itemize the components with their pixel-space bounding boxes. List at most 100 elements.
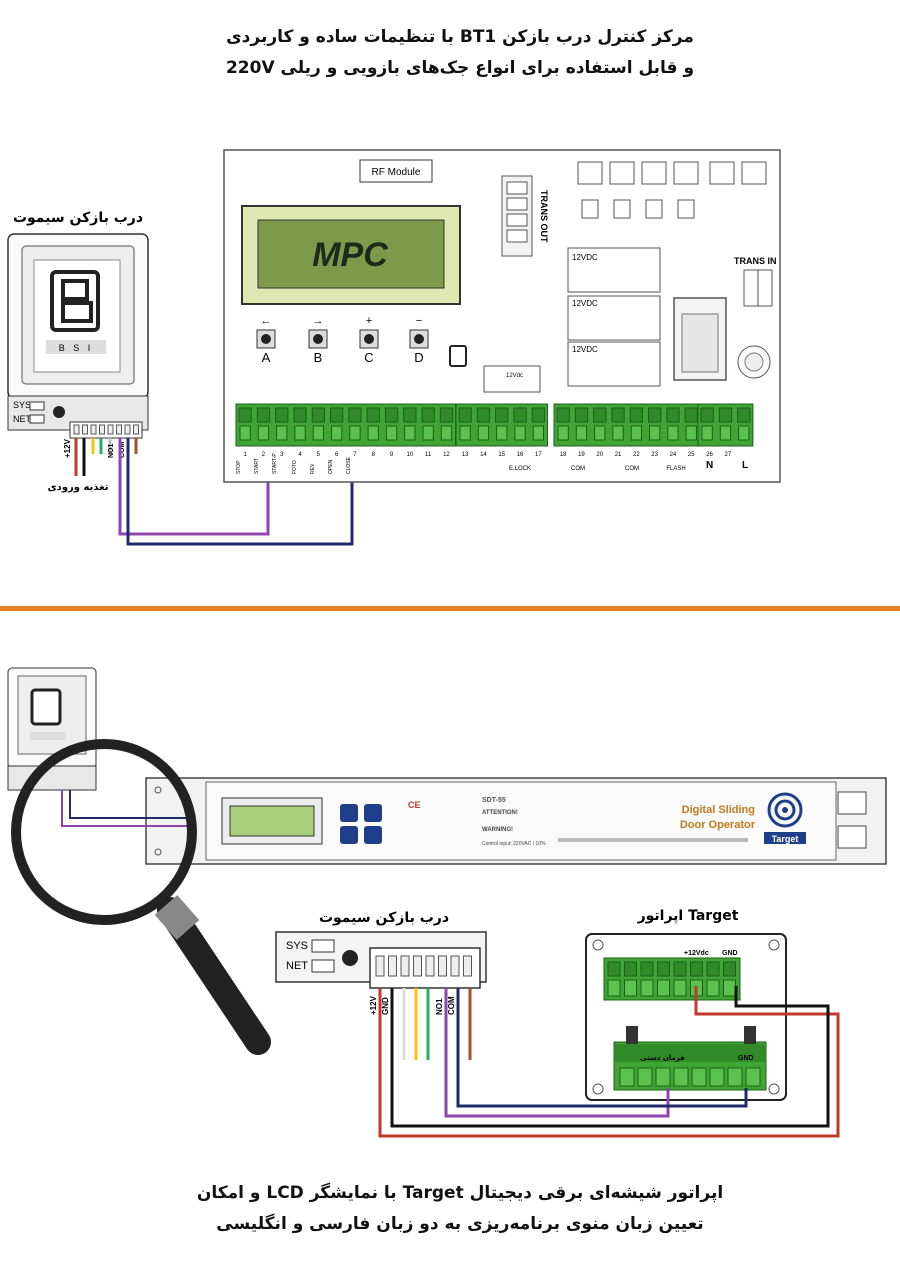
target-logo-text: Target (772, 834, 799, 844)
svg-text:D: D (414, 350, 423, 365)
receiver-button[interactable] (53, 406, 65, 418)
power-input-label: تغذیه ورودی (48, 482, 109, 493)
bottom-sys-label: SYS (286, 940, 308, 952)
terminal-label: FLASH (666, 466, 685, 472)
magnifier-icon (11, 739, 271, 1055)
top-caption: مرکز کنترل درب بازکن BT1 با تنظیمات ساده… (0, 22, 900, 84)
bottom-wiring (378, 986, 840, 1138)
terminal-number: 10 (407, 452, 414, 458)
small-chip (645, 199, 663, 219)
terminal-number: 25 (688, 452, 695, 458)
terminal-label: REV (310, 463, 316, 474)
svg-text:A: A (262, 350, 271, 365)
chip (609, 161, 635, 185)
svg-text:+: + (366, 315, 372, 327)
terminal-number: 21 (615, 452, 622, 458)
terminal-number: 18 (560, 452, 567, 458)
top-caption-line2: و قابل استفاده برای انواع جک‌های بازویی … (225, 58, 695, 78)
remote-receiver: درب بازکن سیموت B S I SYS NET +12V NO1 C… (7, 210, 354, 546)
bottom-receiver-button[interactable] (342, 950, 358, 966)
terminal-number: 22 (633, 452, 640, 458)
terminal-number: 2 (262, 452, 266, 458)
terminal-label: E.LOCK (509, 466, 531, 472)
ce-mark: CE (408, 800, 421, 810)
target-logo-icon: Target (764, 792, 806, 844)
wire-label-com: COM (119, 442, 126, 459)
terminal-number: 9 (390, 452, 394, 458)
small-chip (581, 199, 599, 219)
terminal-number: 19 (578, 452, 585, 458)
sys-label: SYS (13, 400, 31, 410)
relay-label-3: 12VDC (572, 345, 598, 354)
button-a[interactable]: ← A (256, 315, 276, 365)
operator-key-d[interactable] (364, 826, 382, 844)
terminal-number: 20 (596, 452, 603, 458)
bsi-logo-icon (50, 270, 100, 332)
terminal-number: 4 (298, 452, 302, 458)
terminal-label: OPEN (328, 459, 334, 474)
operator-warning: WARNING! (482, 827, 513, 833)
operator-key-a[interactable] (340, 804, 358, 822)
terminal-number: 8 (372, 452, 376, 458)
terminal-number: 13 (462, 452, 469, 458)
bottom-caption-line2: تعیین زبان منوی برنامه‌ریزی به دو زبان ف… (216, 1214, 704, 1234)
terminal-label: START-P (272, 453, 278, 474)
operator-control-input: Control input: 220VAC / 10% (482, 841, 546, 847)
svg-text:−: − (416, 315, 422, 327)
target-12v-label: +12Vdc (684, 950, 709, 957)
chip (577, 161, 603, 185)
wire-label-12v: +12V (63, 438, 72, 458)
terminal-label: START (254, 458, 260, 474)
terminal-label: L (742, 460, 748, 471)
terminal-label: CLOSE (346, 456, 352, 474)
terminal-label: COM (625, 466, 639, 472)
terminal-number: 23 (651, 452, 658, 458)
svg-text:B: B (314, 350, 323, 365)
bottom-net-label: NET (286, 960, 308, 972)
terminal-number: 1 (243, 452, 247, 458)
target-gnd-label: GND (722, 950, 738, 957)
button-d[interactable]: − D (409, 315, 429, 365)
target-board-title: اپراتور Target (637, 908, 739, 924)
operator-title-2: Door Operator (680, 819, 756, 831)
terminal-label: N (706, 460, 713, 471)
chip (741, 161, 767, 185)
bottom-wire-gnd: GND (381, 997, 390, 1015)
terminal-number: 3 (280, 452, 284, 458)
net-label: NET (13, 414, 32, 424)
lcd-logo: MPC (312, 236, 388, 274)
terminal-number: 16 (517, 452, 524, 458)
operator-title-1: Digital Sliding (682, 804, 755, 816)
section-divider (0, 606, 900, 611)
receiver-small (7, 667, 97, 791)
top-caption-line1: مرکز کنترل درب بازکن BT1 با تنظیمات ساده… (226, 27, 694, 47)
small-chip (613, 199, 631, 219)
target-manual-label: فرمان دستی (640, 1054, 685, 1062)
remote-receiver-title: درب بازکن سیموت (13, 210, 143, 226)
terminal-number: 12 (443, 452, 450, 458)
chip (641, 161, 667, 185)
button-b[interactable]: → B (308, 315, 328, 365)
controller-board: RF Module MPC TRANS OUT 12VDC 12VDC 12VD… (223, 149, 781, 483)
target-board: اپراتور Target +12Vdc GND فرمان دستی GND (585, 908, 787, 1101)
operator-model: SDT-55 (482, 797, 506, 804)
terminal-number: 14 (480, 452, 487, 458)
button-c[interactable]: + C (359, 315, 379, 365)
relay-label-2: 12VDC (572, 299, 598, 308)
terminal-number: 26 (706, 452, 713, 458)
operator-key-c[interactable] (340, 826, 358, 844)
board-chips (577, 161, 767, 219)
terminal-number: 27 (725, 452, 732, 458)
operator-attention: ATTENTION! (482, 810, 518, 816)
rf-module-label: RF Module (372, 167, 421, 178)
chip (673, 161, 699, 185)
target-bottom-gnd-label: GND (738, 1055, 754, 1062)
terminal-number: 24 (670, 452, 677, 458)
terminal-number: 17 (535, 452, 542, 458)
trans-in-label: TRANS IN (734, 256, 777, 266)
operator-key-b[interactable] (364, 804, 382, 822)
relay-label-1: 12VDC (572, 253, 598, 262)
chip (709, 161, 735, 185)
terminal-number: 11 (425, 452, 432, 458)
